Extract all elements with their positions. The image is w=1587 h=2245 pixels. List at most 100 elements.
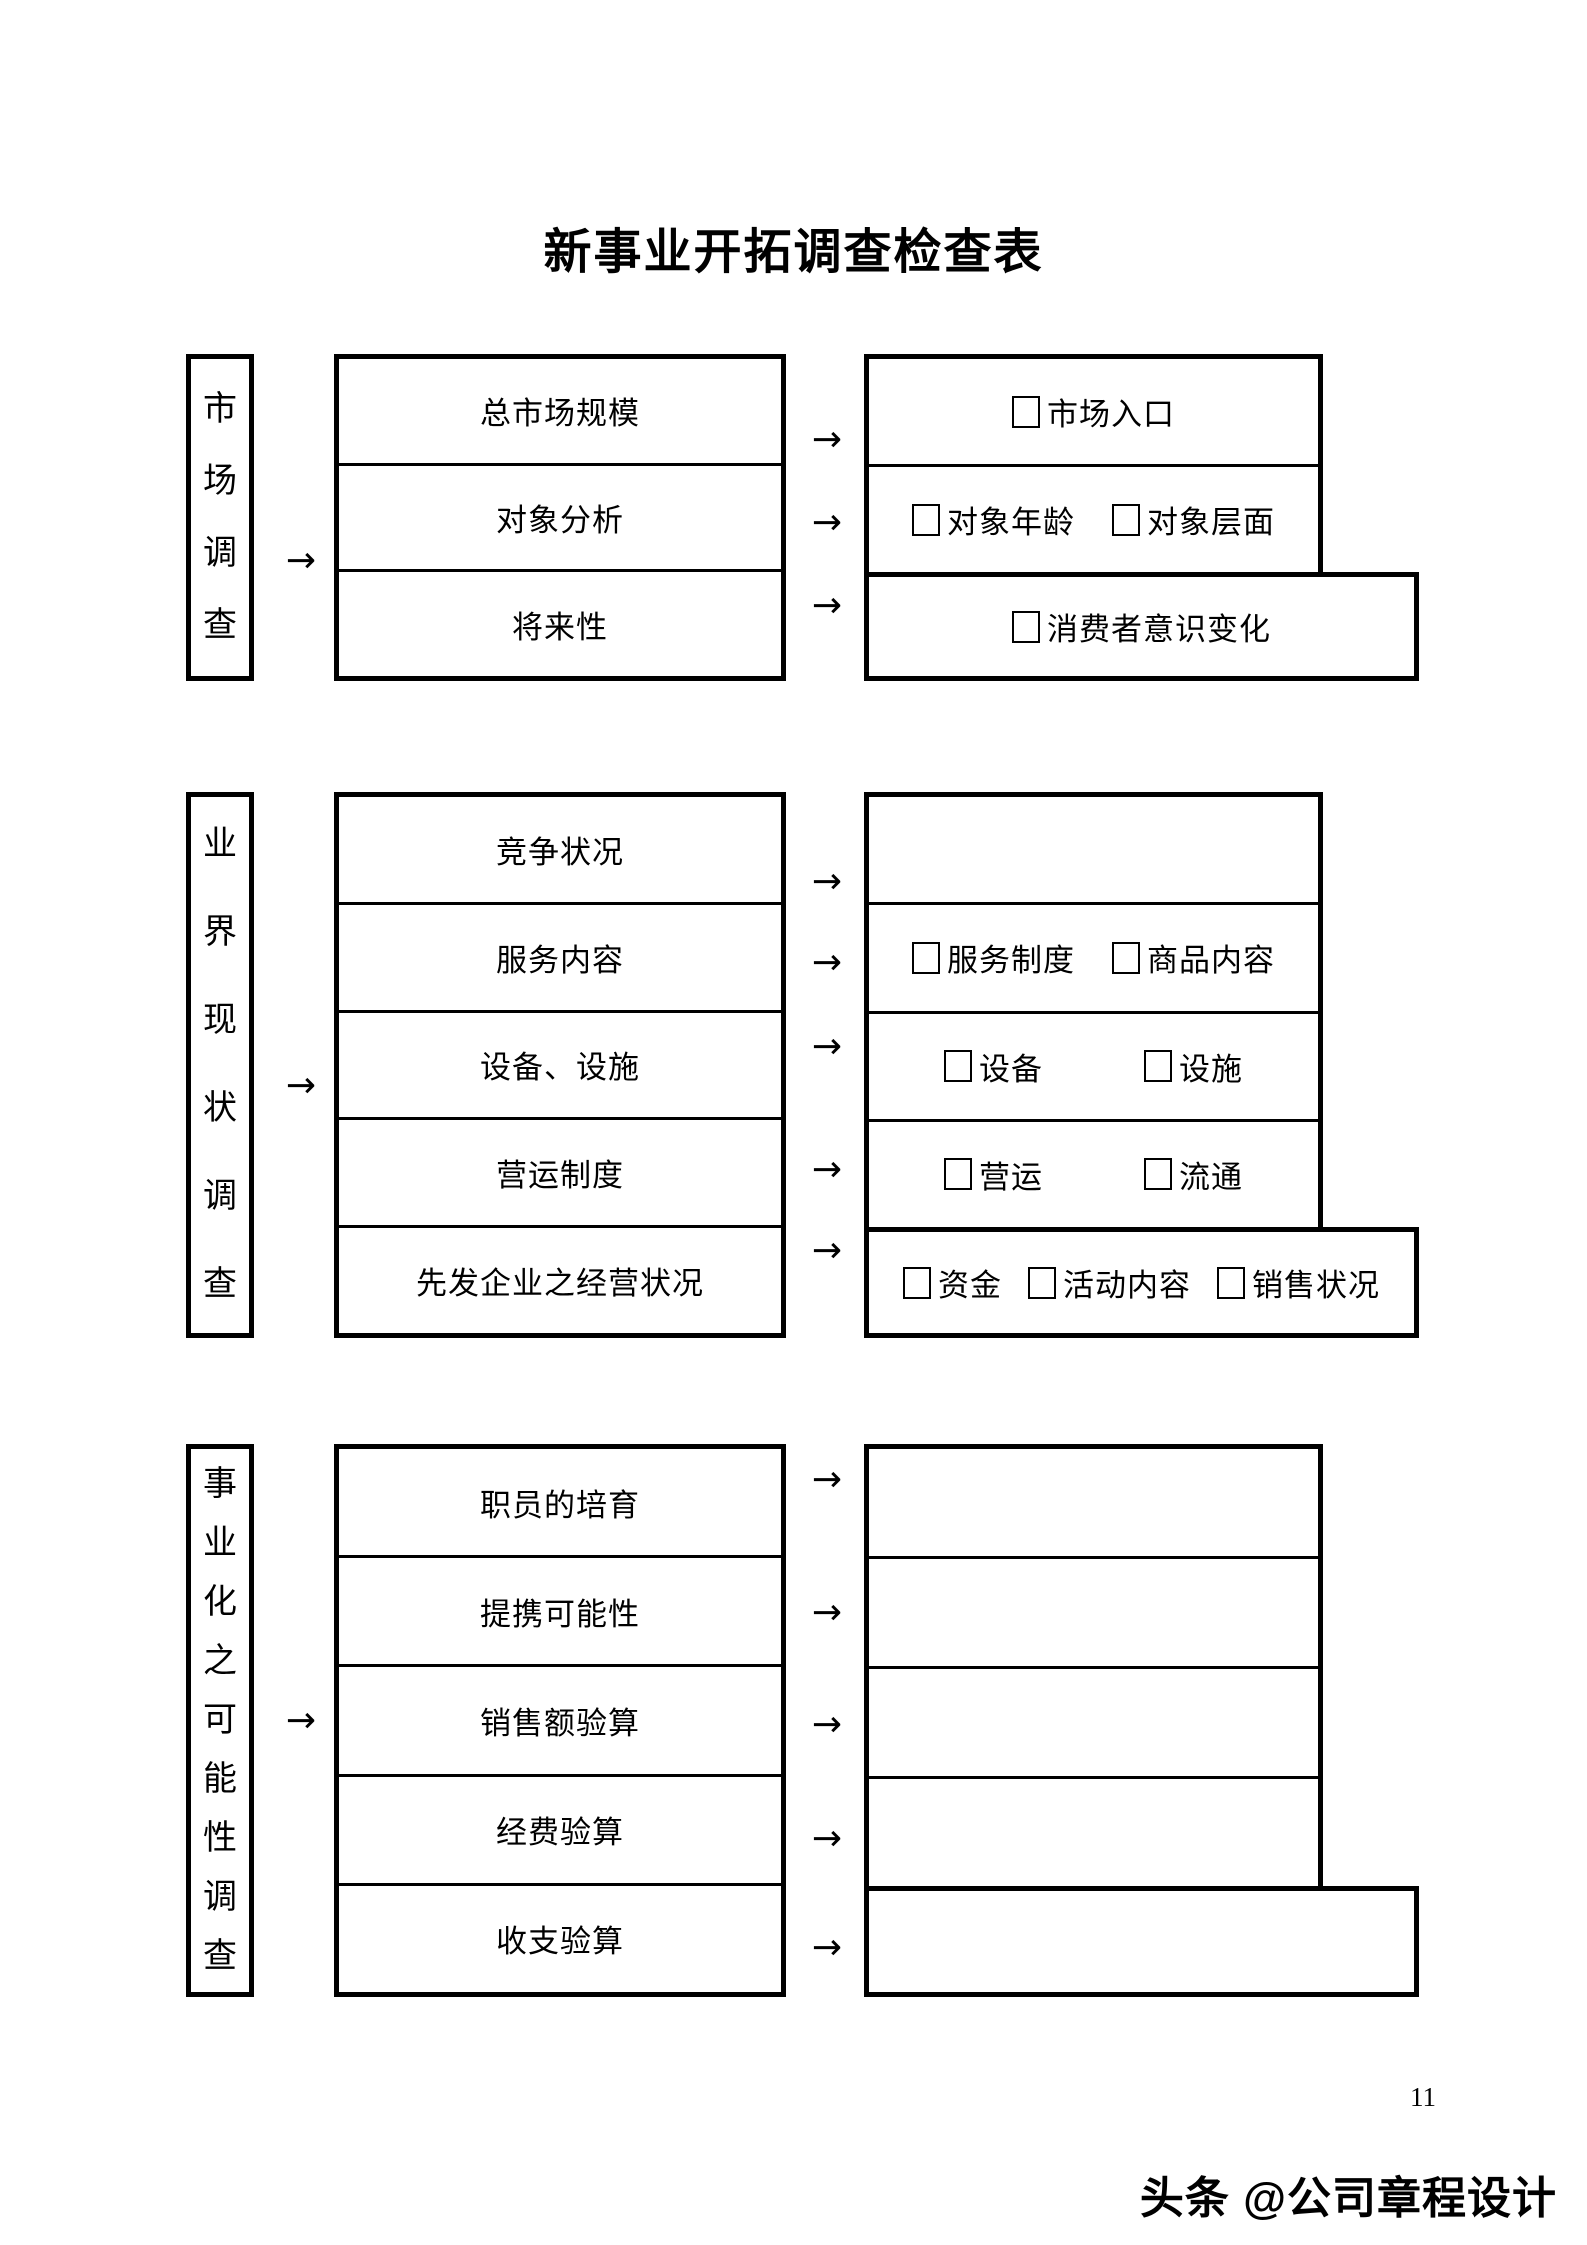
source-row: 营运制度: [339, 1117, 781, 1225]
source-label: 设备、设施: [480, 1050, 640, 1086]
source-row: 提携可能性: [339, 1555, 781, 1664]
arrow-right-icon: →: [811, 1149, 843, 1190]
checkbox-label: 资金: [938, 1268, 1002, 1303]
checkbox-label: 消费者意识变化: [1047, 612, 1271, 647]
source-row: 对象分析: [339, 462, 781, 570]
source-row: 竞争状况: [339, 797, 781, 902]
source-label: 经费验算: [496, 1815, 624, 1851]
checkbox-label: 流通: [1179, 1159, 1243, 1195]
target-row: 设备 设施: [869, 1010, 1318, 1119]
watermark: 头条 @公司章程设计: [1139, 2174, 1557, 2223]
page-title: 新事业开拓调查检查表: [543, 226, 1044, 279]
arrow-right-icon: →: [811, 1704, 843, 1745]
arrow-right-icon: →: [811, 1818, 843, 1859]
checkbox-item: 对象年龄: [894, 497, 1094, 542]
checkbox-label: 市场入口: [1047, 397, 1175, 432]
source-label: 提携可能性: [480, 1596, 640, 1632]
arrow-right-icon: →: [811, 1459, 843, 1500]
arrow-right-icon: →: [811, 1592, 843, 1633]
source-label: 总市场规模: [480, 396, 640, 432]
checkbox-icon: [1217, 1266, 1245, 1299]
checkbox-item: 设施: [1094, 1044, 1294, 1089]
source-label: 先发企业之经营状况: [416, 1266, 704, 1302]
source-row: 将来性: [339, 569, 781, 676]
target-box-wide: 消费者意识变化: [864, 572, 1419, 681]
target-box: 市场入口 对象年龄 对象层面: [864, 354, 1323, 572]
arrow-right-icon: →: [811, 585, 843, 626]
checkbox-label: 设备: [979, 1051, 1043, 1087]
target-row-empty: [869, 797, 1318, 902]
source-row: 销售额验算: [339, 1664, 781, 1773]
checkbox-item: 市场入口: [1012, 389, 1175, 434]
checkbox-item: 设备: [894, 1044, 1094, 1089]
source-row: 服务内容: [339, 901, 781, 1010]
checkbox-label: 营运: [979, 1159, 1043, 1195]
target-row-empty: [869, 1556, 1318, 1666]
source-box: 职员的培育 提携可能性 销售额验算 经费验算 收支验算: [334, 1444, 786, 1997]
checkbox-icon: [944, 1050, 972, 1083]
checkbox-icon: [912, 941, 940, 974]
checkbox-item: 消费者意识变化: [1012, 604, 1271, 649]
checkbox-item: 服务制度: [894, 935, 1094, 980]
source-label: 竞争状况: [496, 834, 624, 870]
checkbox-icon: [944, 1158, 972, 1191]
checkbox-icon: [1012, 610, 1040, 643]
source-label: 将来性: [512, 609, 608, 645]
target-row-empty: [869, 1666, 1318, 1776]
source-label: 服务内容: [496, 942, 624, 978]
source-row: 先发企业之经营状况: [339, 1225, 781, 1333]
arrow-right-icon: →: [811, 419, 843, 460]
target-row-empty: [869, 1449, 1318, 1556]
source-row: 设备、设施: [339, 1009, 781, 1118]
source-row: 收支验算: [339, 1882, 781, 1992]
checkbox-label: 销售状况: [1252, 1268, 1380, 1303]
target-row: 对象年龄 对象层面: [869, 464, 1318, 572]
section-label-box: 业界现状调查: [186, 792, 254, 1338]
arrow-right-icon: →: [811, 1927, 843, 1968]
source-box: 竞争状况 服务内容 设备、设施 营运制度 先发企业之经营状况: [334, 792, 786, 1338]
checkbox-item: 资金: [903, 1260, 1002, 1305]
checkbox-label: 服务制度: [947, 943, 1075, 979]
arrow-right-icon: →: [811, 1230, 843, 1271]
page-number: 11: [1410, 2082, 1436, 2112]
source-row: 职员的培育: [339, 1449, 781, 1555]
section-label-box: 市场调查: [186, 354, 254, 681]
source-label: 销售额验算: [480, 1706, 640, 1741]
section-label: 事业化之可能性调查: [203, 1466, 237, 1975]
source-label: 对象分析: [496, 503, 624, 538]
checkbox-label: 设施: [1179, 1051, 1243, 1087]
checkbox-item: 营运: [894, 1152, 1094, 1197]
checkbox-item: 商品内容: [1094, 935, 1294, 980]
checkbox-item: 流通: [1094, 1152, 1294, 1197]
checkbox-label: 商品内容: [1147, 943, 1275, 979]
target-box: 服务制度 商品内容 设备 设施 营运 流通: [864, 792, 1323, 1227]
checkbox-label: 对象年龄: [947, 505, 1075, 540]
section-label-box: 事业化之可能性调查: [186, 1444, 254, 1997]
source-label: 营运制度: [496, 1158, 624, 1194]
arrow-right-icon: →: [811, 942, 843, 983]
checkbox-icon: [1144, 1158, 1172, 1191]
arrow-right-icon: →: [811, 502, 843, 543]
checkbox-icon: [1112, 503, 1140, 536]
source-label: 职员的培育: [480, 1487, 640, 1523]
section-label: 业界现状调查: [203, 826, 237, 1303]
section-label: 市场调查: [203, 390, 237, 644]
target-box: [864, 1444, 1323, 1886]
arrow-right-icon: →: [285, 540, 317, 581]
checkbox-icon: [1028, 1266, 1056, 1299]
arrow-right-icon: →: [285, 1700, 317, 1741]
arrow-right-icon: →: [811, 861, 843, 902]
target-row: 营运 流通: [869, 1118, 1318, 1227]
target-box-wide: 资金 活动内容 销售状况: [864, 1227, 1419, 1338]
checkbox-item: 活动内容: [1028, 1260, 1191, 1305]
checkbox-label: 活动内容: [1063, 1268, 1191, 1303]
source-row: 总市场规模: [339, 359, 781, 463]
target-row-empty: [869, 1776, 1318, 1886]
checkbox-item: 销售状况: [1217, 1260, 1380, 1305]
checkbox-icon: [903, 1266, 931, 1299]
arrow-right-icon: →: [811, 1026, 843, 1067]
checkbox-icon: [1112, 941, 1140, 974]
source-row: 经费验算: [339, 1773, 781, 1883]
checkbox-icon: [1012, 395, 1040, 428]
